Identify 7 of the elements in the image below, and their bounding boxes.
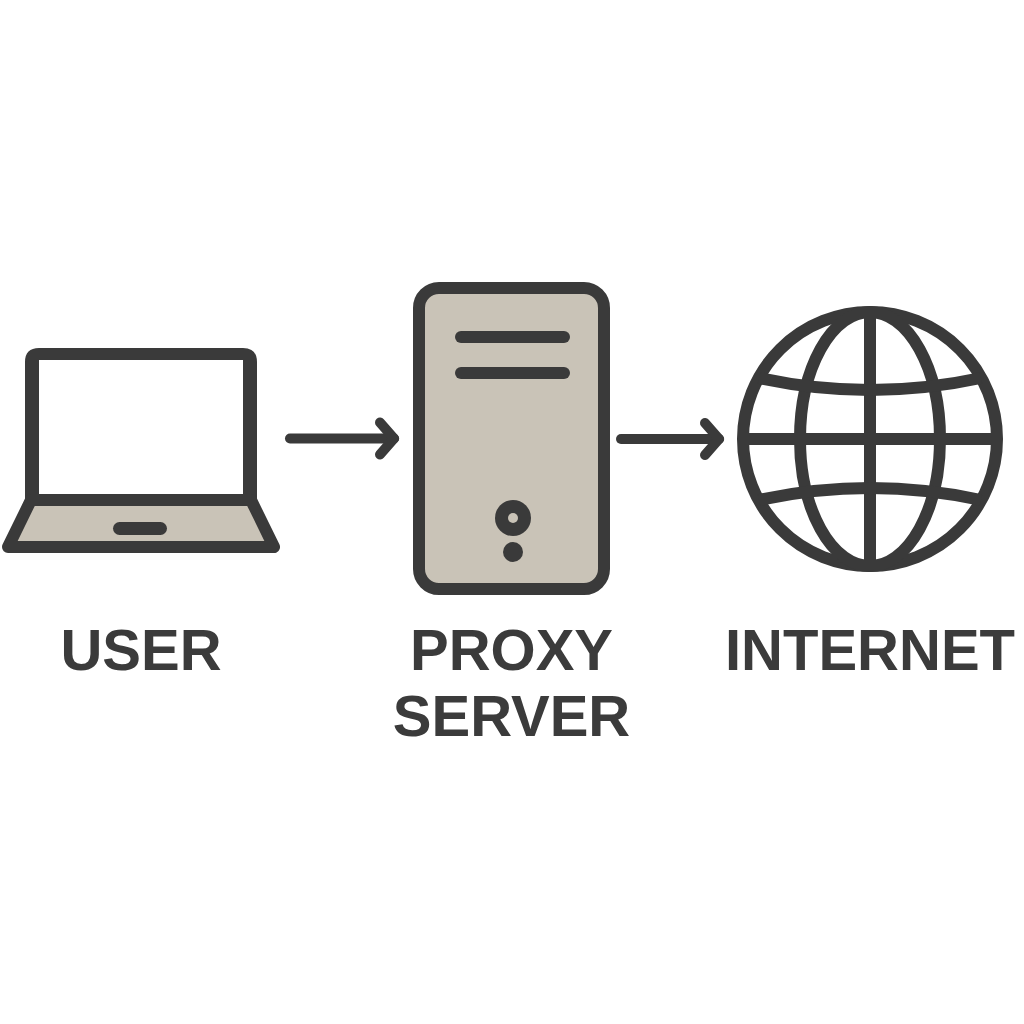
globe-illustration: [735, 304, 1005, 574]
node-caption: INTERNET: [724, 617, 1016, 683]
arrow: [285, 417, 399, 460]
node-caption: PROXY SERVER: [391, 617, 632, 749]
arrow: [616, 418, 724, 460]
server-illustration: [410, 279, 613, 598]
node-caption: USER: [59, 617, 223, 683]
